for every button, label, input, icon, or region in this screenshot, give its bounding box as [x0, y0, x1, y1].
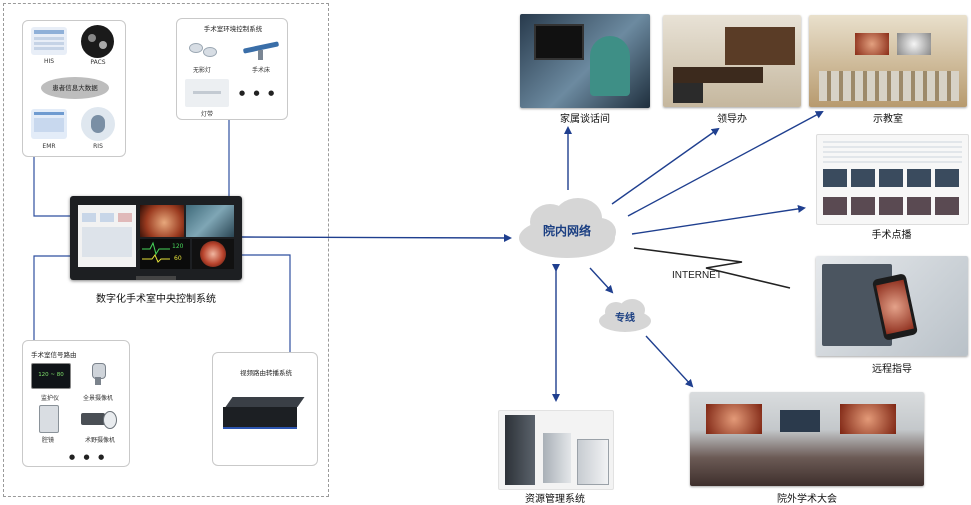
endoscope-view-1 [140, 205, 184, 237]
monitor-waveform [142, 241, 170, 263]
pacs-label: PACS [90, 59, 106, 66]
env-control-title: 手术室环境控制系统 [203, 25, 263, 33]
patient-monitor-view: 120 60 [140, 239, 190, 269]
monitor-value-1: 120 [172, 243, 184, 250]
connector-signal-to-central [33, 255, 72, 340]
hospital-network-cloud [519, 198, 616, 258]
operating-table-thumbnail [241, 41, 281, 61]
video-router-device [223, 397, 305, 429]
info-systems-panel: HIS PACS 患者信息大数据 EMR RIS [22, 20, 126, 157]
arrow-to-dedicated [589, 267, 614, 294]
his-label: HIS [43, 58, 55, 65]
dedicated-line-cloud [599, 299, 651, 332]
screen-ui-pane [78, 205, 136, 267]
env-more-dots: ● ● ● [239, 89, 278, 97]
classroom-label: 示教室 [873, 114, 903, 125]
endoscope-label: 腔镜 [41, 437, 54, 444]
arrow-to-vod [631, 204, 806, 235]
vod-screenshot [816, 134, 969, 225]
endoscope-thumbnail [39, 405, 59, 433]
internet-label: INTERNET [672, 270, 722, 281]
his-thumbnail [31, 27, 67, 55]
panoramic-camera-label: 全景摄像机 [82, 395, 113, 402]
screen-stand [136, 276, 176, 280]
family-room-label: 家属谈话间 [560, 114, 610, 125]
internet-lightning-icon [633, 247, 791, 289]
env-control-panel: 手术室环境控制系统 无影灯 手术床 灯带 ● ● ● [176, 18, 288, 120]
arrow-dedicated-to-conference [645, 335, 694, 388]
classroom-photo [809, 15, 967, 107]
remote-guidance-label: 远程指导 [872, 364, 912, 375]
central-control-screen: 120 60 [70, 196, 242, 280]
arrow-central-to-network [239, 233, 512, 242]
leader-office-label: 领导办 [717, 114, 747, 125]
room-camera-view [186, 205, 234, 237]
emr-label: EMR [42, 143, 56, 150]
connector-video-to-central [240, 254, 291, 352]
remote-guidance-photo [816, 256, 968, 356]
dedicated-line-label: 专线 [615, 313, 635, 324]
ris-thumbnail [81, 107, 115, 141]
endoscope-view-2 [192, 239, 234, 269]
signal-more-dots: ● ● ● [69, 453, 108, 461]
family-room-photo [520, 14, 650, 108]
patient-big-data-label: 患者信息大数据 [52, 84, 98, 92]
pacs-thumbnail [81, 25, 114, 58]
central-control-title: 数字化手术室中央控制系统 [96, 294, 216, 305]
conference-photo [690, 392, 924, 486]
surgical-lamp-thumbnail [185, 37, 219, 61]
conference-label: 院外学术大会 [777, 494, 837, 505]
leader-office-photo [663, 15, 801, 107]
emr-thumbnail [31, 109, 67, 139]
resource-system-photo [498, 410, 614, 490]
monitor-value-2: 60 [174, 255, 182, 262]
field-camera-thumbnail [81, 411, 117, 429]
light-strip-thumbnail [185, 79, 229, 107]
connector-info-to-central [33, 157, 72, 217]
video-routing-title: 视频路由转播系统 [240, 369, 292, 377]
surgical-lamp-label: 无影灯 [192, 67, 211, 74]
hospital-network-label: 院内网络 [542, 224, 591, 238]
panoramic-camera-thumbnail [89, 363, 107, 387]
ris-label: RIS [93, 143, 103, 150]
arrow-to-classroom [627, 111, 824, 217]
signal-routing-panel: 手术室信号路由 120 ~ 80 监护仪 全景摄像机 腔镜 术野摄像机 ● ● … [22, 340, 130, 467]
video-routing-panel: 视频路由转播系统 [212, 352, 318, 466]
vod-label: 手术点播 [871, 230, 912, 241]
operating-room-system-frame [3, 3, 329, 497]
vital-monitor-value: 120 ~ 80 [38, 372, 64, 378]
resource-system-label: 资源管理系统 [525, 494, 585, 505]
vital-monitor-thumbnail: 120 ~ 80 [31, 363, 71, 389]
patient-big-data-ellipse: 患者信息大数据 [41, 77, 109, 99]
arrow-to-leader [611, 127, 720, 205]
field-camera-label: 术野摄像机 [84, 437, 115, 444]
light-strip-label: 灯带 [200, 111, 213, 118]
signal-routing-title: 手术室信号路由 [31, 351, 77, 359]
vital-monitor-label: 监护仪 [40, 395, 59, 402]
operating-table-label: 手术床 [251, 67, 270, 74]
